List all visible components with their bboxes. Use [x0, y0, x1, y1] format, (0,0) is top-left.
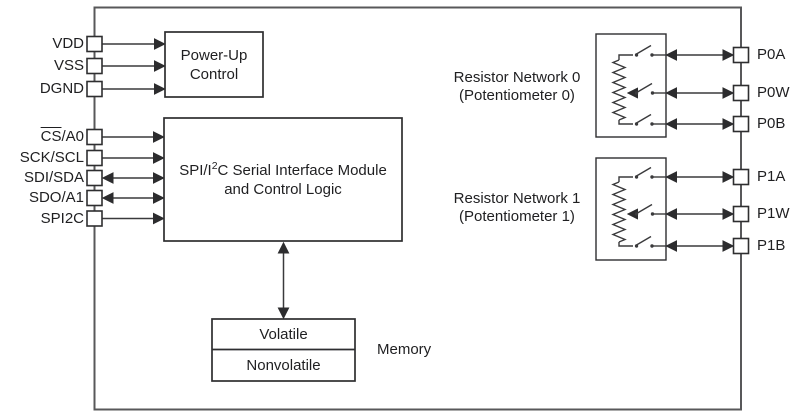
potentiometer-1-icon — [611, 166, 666, 248]
switch-blade-icon — [636, 113, 652, 124]
pin-label-cs-a0: CS/A0 — [40, 128, 84, 145]
resistor-zigzag-icon — [611, 59, 627, 121]
serial-interface-label: SPI/I2C Serial Interface Module and Cont… — [179, 159, 387, 198]
pin-box-sdi-sda — [86, 169, 103, 187]
pin-label-p0a: P0A — [757, 46, 786, 63]
pin-box-p0b — [732, 115, 750, 133]
pin-label-sdi-sda: SDI/SDA — [23, 169, 84, 186]
switch-blade-icon — [637, 203, 653, 214]
pin-box-sck-scl — [86, 149, 103, 167]
resistor-network-1-label: Resistor Network 1 (Potentiometer 1) — [453, 190, 581, 225]
pin-box-p0w — [732, 84, 750, 102]
pin-label-dgnd: DGND — [39, 80, 84, 97]
pin-label-p1b: P1B — [757, 237, 786, 254]
pin-boxes — [86, 35, 750, 255]
pin-label-p1w: P1W — [757, 205, 790, 222]
memory-nonvolatile-label: Nonvolatile — [246, 357, 321, 374]
serial-interface-box — [163, 117, 403, 242]
pin-box-vss — [86, 57, 103, 75]
potentiometer-0-icon — [611, 44, 666, 126]
pin-box-dgnd — [86, 80, 103, 98]
resistor-zigzag-icon — [611, 181, 627, 243]
pin-label-spi2c: SPI2C — [40, 210, 84, 227]
pin-label-vdd: VDD — [52, 35, 84, 52]
pin-label-p0w: P0W — [757, 84, 790, 101]
pin-label-sdo-a1: SDO/A1 — [28, 189, 84, 206]
resistor-network-1-box — [595, 157, 667, 261]
pin-box-vdd — [86, 35, 103, 53]
pin-box-p1b — [732, 237, 750, 255]
pin-box-p1a — [732, 168, 750, 186]
power-up-control-label: Power-Up Control — [180, 46, 248, 83]
pin-label-sck-scl: SCK/SCL — [19, 149, 84, 166]
resistor-network-0-box — [595, 33, 667, 138]
memory-volatile-label: Volatile — [259, 325, 308, 343]
pin-label-p1a: P1A — [757, 168, 786, 185]
power-up-control-box — [164, 31, 264, 98]
pin-box-p0a — [732, 46, 750, 64]
resistor-network-0-label: Resistor Network 0 (Potentiometer 0) — [453, 69, 581, 104]
memory-caption: Memory — [377, 341, 432, 358]
pin-box-p1w — [732, 205, 750, 223]
arrow-wires — [101, 38, 735, 320]
pin-box-cs-a0 — [86, 128, 103, 146]
switch-blade-icon — [636, 44, 652, 55]
pin-label-p0b: P0B — [757, 115, 786, 132]
pin-box-sdo-a1 — [86, 189, 103, 207]
switch-blade-icon — [636, 235, 652, 246]
pin-box-spi2c — [86, 210, 103, 227]
switch-blade-icon — [636, 166, 652, 177]
pin-label-vss: VSS — [53, 57, 84, 74]
switch-blade-icon — [637, 82, 653, 93]
